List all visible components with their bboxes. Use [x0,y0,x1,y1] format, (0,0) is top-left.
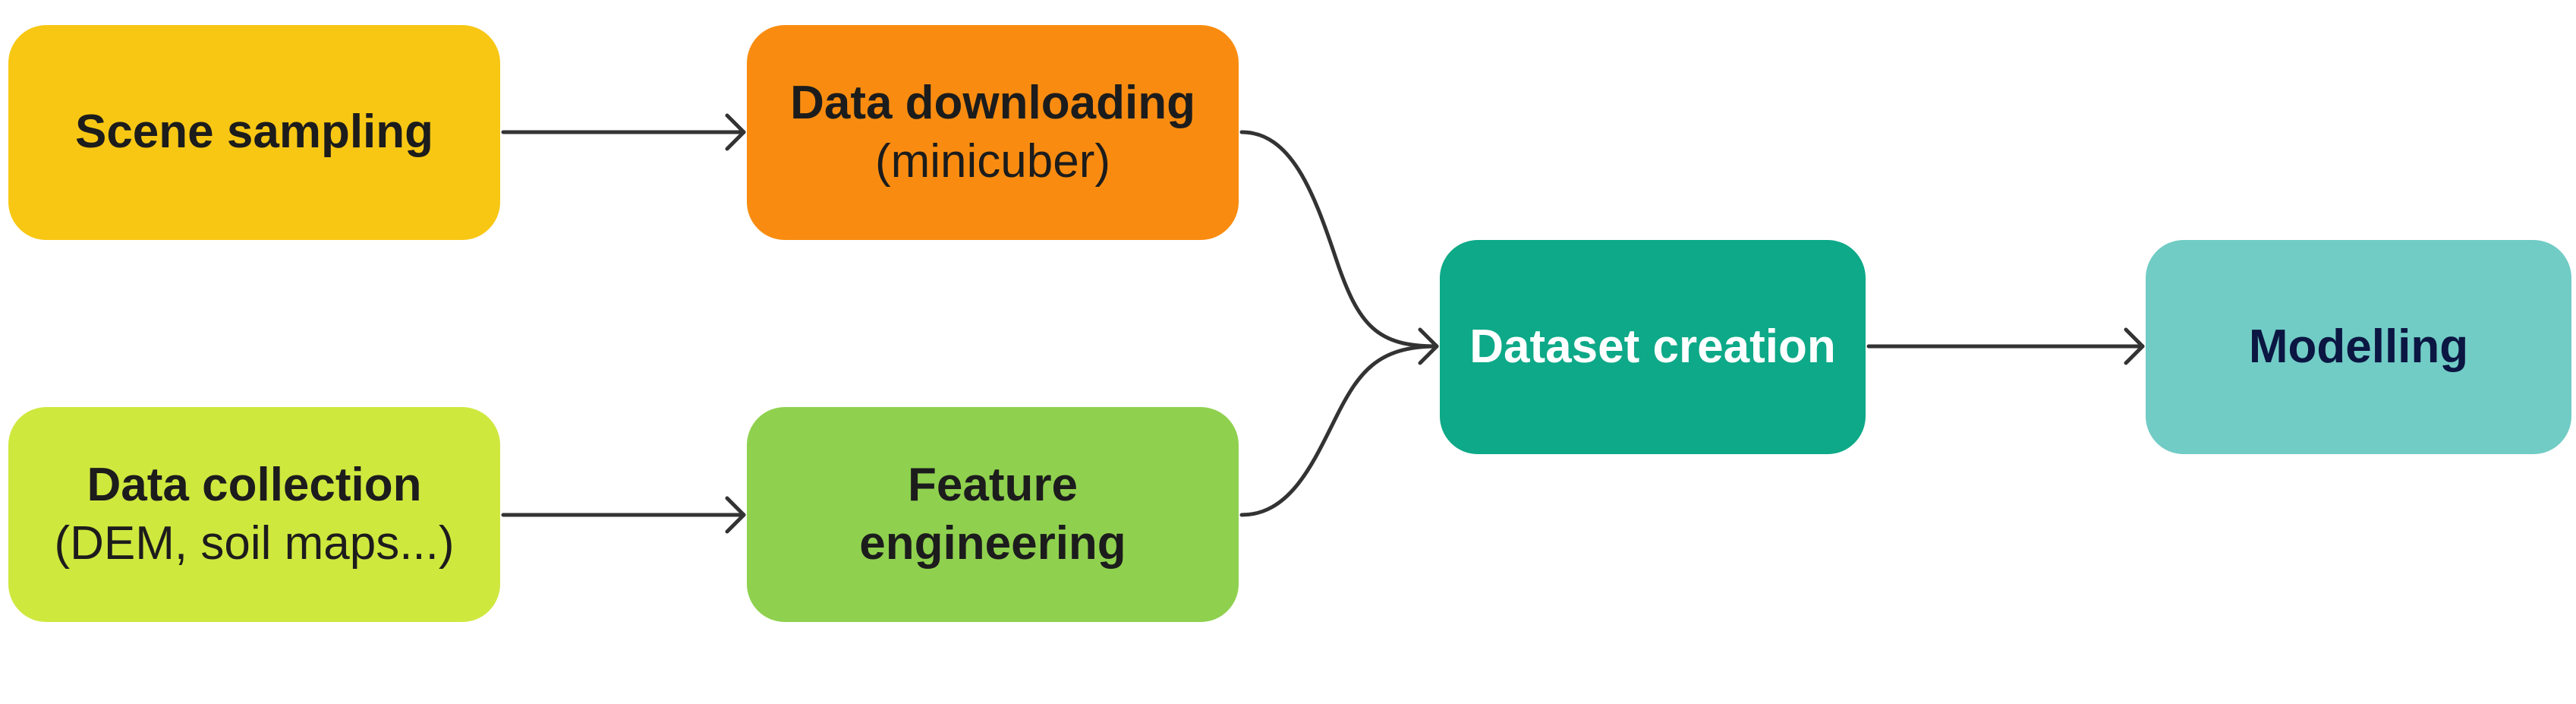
node-modelling: Modelling [2146,240,2571,454]
node-feature-engineering-title-line2: engineering [859,516,1126,570]
node-modelling-title: Modelling [2248,320,2469,373]
node-data-collection: Data collection (DEM, soil maps...) [8,407,500,622]
arrowhead-data-downloading [725,113,746,151]
node-scene-sampling: Scene sampling [8,25,500,240]
node-dataset-creation: Dataset creation [1440,240,1866,454]
edge-data-downloading-to-dataset-creation [1239,130,1439,349]
edge-feature-engineering-to-dataset-creation [1239,344,1439,517]
node-data-collection-subtitle: (DEM, soil maps...) [54,516,455,570]
arrowhead-feature-engineering [725,496,746,534]
node-data-collection-title: Data collection [87,459,422,512]
arrowhead-modelling [2124,327,2145,365]
node-data-downloading-subtitle: (minicuber) [874,134,1111,188]
node-feature-engineering: Feature engineering [747,407,1239,622]
node-data-downloading: Data downloading (minicuber) [747,25,1239,240]
arrowhead-dataset-creation [1418,327,1439,365]
node-data-downloading-title: Data downloading [790,77,1195,130]
node-dataset-creation-title: Dataset creation [1469,320,1836,373]
node-scene-sampling-title: Scene sampling [74,106,434,159]
node-feature-engineering-title-line1: Feature [908,459,1078,512]
